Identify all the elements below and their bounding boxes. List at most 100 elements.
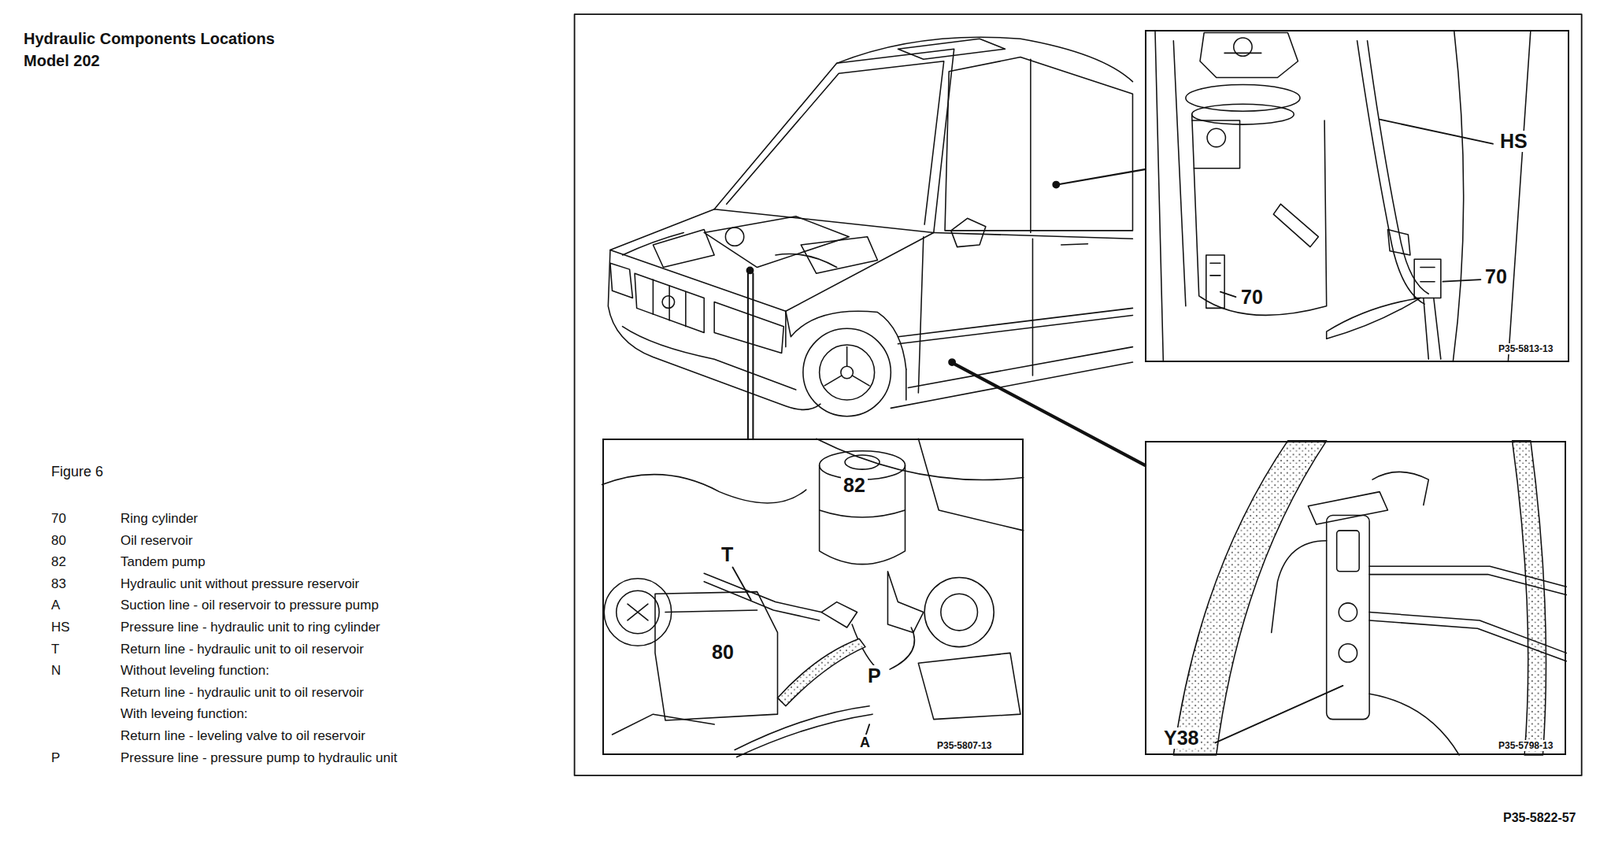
legend-key: 83 — [51, 577, 67, 593]
car-drawing-part — [1061, 244, 1089, 245]
legend-description: Without leveling function: — [120, 663, 270, 679]
strut-tower-drawing-part — [1220, 119, 1493, 297]
legend-key: 70 — [51, 511, 67, 527]
leader-line-part — [1057, 169, 1145, 185]
legend-key: N — [51, 663, 61, 679]
car-drawing-part — [634, 273, 704, 333]
engine-bay-drawing — [602, 438, 1024, 757]
legend-key: T — [51, 642, 60, 658]
car-drawing-part — [785, 311, 907, 370]
strut-tower-drawing-part — [1173, 40, 1186, 307]
strut-tower-drawing-part — [1387, 229, 1411, 256]
callout-label: 70 — [1482, 266, 1510, 288]
strut-tower-drawing-part — [1420, 267, 1435, 282]
subtitle: Model 202 — [23, 51, 100, 70]
callout-label: Y38 — [1161, 727, 1201, 749]
legend-description: Return line - leveling valve to oil rese… — [120, 729, 366, 745]
figure-code: P35-5807-13 — [934, 740, 994, 752]
car-drawing-part — [662, 296, 675, 309]
leveling-valve-drawing-part — [1173, 440, 1326, 756]
car-drawing-part — [840, 366, 854, 379]
leveling-valve-drawing-part — [1271, 540, 1327, 634]
figure-code: P35-5813-13 — [1496, 343, 1556, 355]
car-drawing-part — [933, 232, 1134, 239]
engine-bay-drawing-part — [612, 714, 715, 735]
legend-key: 82 — [51, 555, 67, 571]
car-drawing-part — [607, 250, 821, 411]
callout-label: 82 — [840, 474, 868, 497]
engine-bay-drawing-part — [627, 603, 649, 621]
car-drawing-part — [897, 38, 1005, 60]
leveling-valve-drawing-part — [1326, 514, 1370, 719]
strut-tower-drawing-part — [1224, 52, 1262, 55]
car-drawing-part — [824, 347, 870, 386]
leveling-valve-drawing-part — [1372, 471, 1429, 505]
engine-bay-drawing-part — [819, 510, 906, 518]
legend-description: Return line - hydraulic unit to oil rese… — [120, 685, 364, 701]
legend-description: Oil reservoir — [120, 533, 193, 549]
leveling-valve-drawing-part — [1369, 566, 1567, 595]
leveling-valve-drawing-part — [1338, 644, 1357, 663]
car-drawing-part — [837, 37, 1134, 82]
callout-label: T — [718, 544, 736, 566]
title: Hydraulic Components Locations — [23, 29, 275, 48]
engine-bay-drawing-part — [819, 465, 906, 565]
leveling-valve-drawing-part — [1338, 603, 1357, 622]
legend-key: A — [51, 598, 60, 614]
car-drawing-part — [800, 237, 878, 275]
leveling-valve-drawing-part — [1337, 530, 1360, 572]
strut-tower-drawing-part — [1185, 85, 1300, 112]
engine-bay-drawing-part — [924, 577, 994, 647]
leveling-valve-drawing-part — [1307, 492, 1388, 525]
legend-key: 80 — [51, 533, 67, 549]
car-drawing-part — [610, 209, 934, 312]
inset-panel: HS 70 70P35-5813-13 — [1144, 29, 1570, 363]
callout-label: P — [865, 665, 884, 687]
engine-bay-drawing-part — [732, 567, 751, 600]
callout-label: 70 — [1238, 286, 1266, 308]
car-drawing-part — [622, 326, 797, 390]
car-drawing-part — [897, 307, 1133, 344]
car-drawing-part — [944, 57, 1133, 231]
legend-description: Suction line - oil reservoir to pressure… — [120, 598, 379, 614]
car-drawing-part — [803, 328, 891, 416]
car-drawing-part — [907, 347, 1133, 389]
engine-bay-drawing-part — [887, 571, 923, 634]
figure-frame — [574, 14, 1582, 776]
legend-description: Hydraulic unit without pressure reservoi… — [120, 577, 360, 593]
strut-tower-drawing-part — [1192, 114, 1327, 315]
legend-description: Tandem pump — [120, 555, 206, 571]
strut-tower-drawing-part — [1326, 297, 1421, 339]
figure-number: Figure 6 — [51, 464, 104, 481]
leveling-valve-drawing-part — [1369, 693, 1460, 756]
strut-tower-drawing — [1155, 30, 1531, 362]
engine-bay-drawing-part — [665, 610, 758, 613]
engine-bay-drawing-part — [918, 652, 1021, 719]
car-drawing-part — [652, 279, 686, 327]
legend-description: Return line - hydraulic unit to oil rese… — [120, 642, 364, 658]
engine-bay-drawing-part — [844, 455, 880, 470]
leveling-valve-drawing-part — [1512, 440, 1547, 756]
callout-label: 80 — [709, 641, 737, 663]
engine-bay-drawing-part — [655, 592, 778, 721]
legend-description: Ring cylinder — [120, 511, 198, 527]
inset-panel: Y38P35-5798-13 — [1144, 440, 1567, 756]
strut-tower-drawing-part — [1414, 259, 1441, 298]
strut-tower-drawing-part — [1192, 103, 1295, 125]
strut-tower-drawing-part — [1192, 120, 1241, 169]
car-drawing-part — [775, 254, 838, 268]
legend-description: With leveing function: — [120, 707, 249, 723]
callout-label: A — [857, 734, 873, 751]
car-drawing-part — [714, 302, 784, 354]
legend-key: HS — [51, 620, 71, 636]
callout-label: HS — [1497, 130, 1530, 152]
inset-panel: T 82 80P A P35-5807-13 — [602, 438, 1024, 756]
engine-bay-drawing-part — [734, 706, 873, 758]
leader-line-part — [748, 273, 753, 439]
car-drawing-part — [918, 237, 1033, 393]
legend-key: P — [51, 751, 60, 767]
strut-tower-drawing-part — [1155, 30, 1163, 362]
legend-description: Pressure line - hydraulic unit to ring c… — [120, 620, 381, 636]
figure-code: P35-5822-57 — [1503, 811, 1577, 826]
car-drawing-part — [610, 262, 634, 298]
